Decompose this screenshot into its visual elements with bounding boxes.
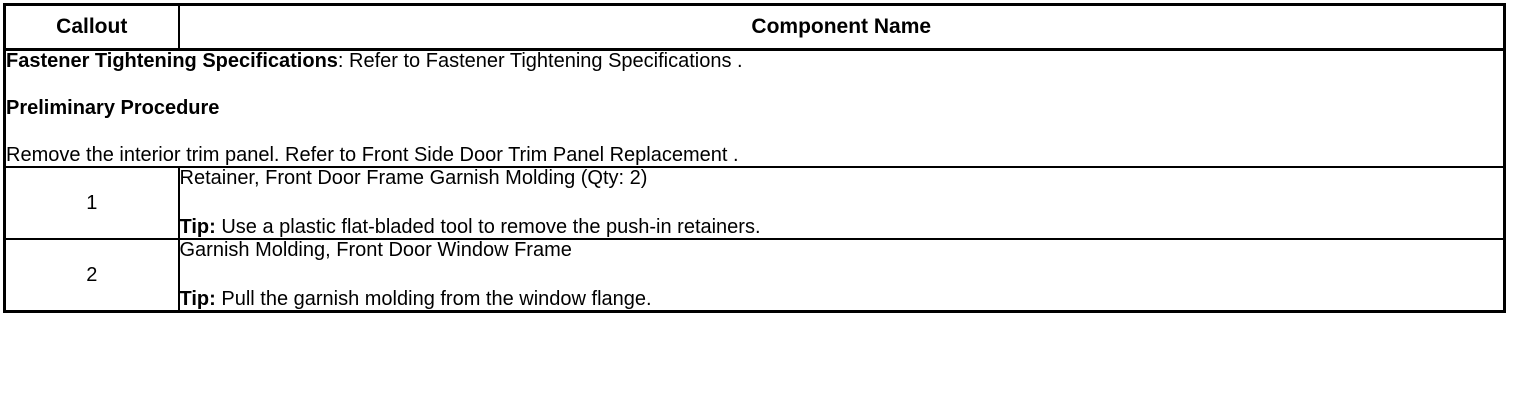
preliminary-procedure-heading: Preliminary Procedure [6, 97, 220, 119]
tip-label-2: Tip: [179, 288, 216, 310]
component-name-1: Retainer, Front Door Frame Garnish Moldi… [179, 167, 648, 189]
component-cell-2: Garnish Molding, Front Door Window Frame… [177, 238, 1505, 312]
preliminary-procedure-text: Remove the interior trim panel. Refer to… [6, 144, 739, 166]
fastener-spec-label: Fastener Tightening Specifications [6, 50, 338, 72]
tip-line-1: Tip: Use a plastic flat-bladed tool to r… [180, 217, 1504, 238]
preliminary-procedure-row: Fastener Tightening Specifications: Refe… [4, 49, 1505, 168]
column-header-callout: Callout [4, 4, 180, 51]
preliminary-procedure-text-line: Remove the interior trim panel. Refer to… [6, 145, 1503, 166]
component-name-2: Garnish Molding, Front Door Window Frame [179, 239, 572, 261]
callout-number-1: 1 [4, 166, 180, 240]
fastener-spec-line: Fastener Tightening Specifications: Refe… [6, 51, 1503, 72]
tip-text-1: Use a plastic flat-bladed tool to remove… [215, 216, 761, 238]
tip-text-2: Pull the garnish molding from the window… [215, 288, 652, 310]
component-callout-table: Callout Component Name Fastener Tighteni… [3, 3, 1506, 313]
fastener-spec-text: : Refer to Fastener Tightening Specifica… [337, 50, 743, 72]
table-row: 1 Retainer, Front Door Frame Garnish Mol… [4, 166, 1505, 240]
preliminary-procedure-cell: Fastener Tightening Specifications: Refe… [4, 49, 1505, 168]
component-name-line-1: Retainer, Front Door Frame Garnish Moldi… [180, 168, 1504, 189]
table-row: 2 Garnish Molding, Front Door Window Fra… [4, 238, 1505, 312]
column-header-component-name: Component Name [177, 4, 1505, 51]
tip-line-2: Tip: Pull the garnish molding from the w… [180, 289, 1504, 310]
component-cell-1: Retainer, Front Door Frame Garnish Moldi… [177, 166, 1505, 240]
table-header-row: Callout Component Name [4, 4, 1505, 51]
tip-label-1: Tip: [179, 216, 216, 238]
preliminary-procedure-heading-line: Preliminary Procedure [6, 98, 1503, 119]
callout-number-2: 2 [4, 238, 180, 312]
component-name-line-2: Garnish Molding, Front Door Window Frame [180, 240, 1504, 261]
